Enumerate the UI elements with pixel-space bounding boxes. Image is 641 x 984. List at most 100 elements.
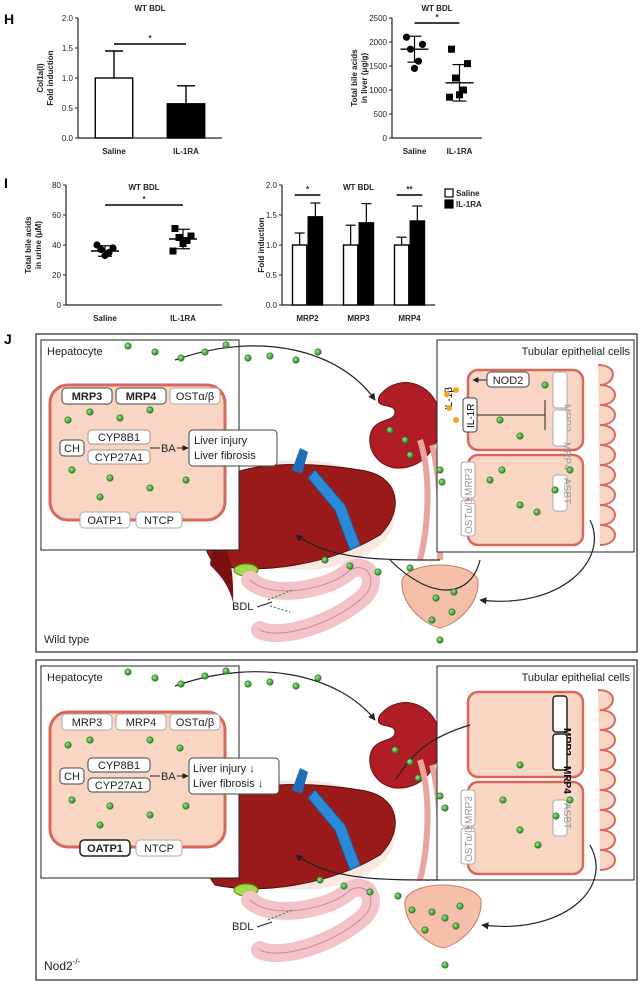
bile-acid-dot	[436, 792, 444, 800]
bile-acid-dot	[386, 426, 394, 434]
y-tick-label: 2.0	[62, 14, 74, 23]
bile-acid-dot	[428, 616, 436, 624]
label-nod2-knockout: Nod2-/-	[44, 957, 81, 973]
bile-acid-dot	[552, 812, 560, 820]
transporter-ost-ko: OSTα/β	[176, 717, 214, 729]
y-axis-label: in urine (μM)	[34, 221, 43, 269]
bile-acid-dot	[314, 348, 322, 356]
bile-acid-dot	[222, 667, 230, 675]
bile-acid-dot	[366, 888, 374, 896]
y-tick-label: 0.0	[266, 301, 278, 310]
bile-acid-dot	[201, 672, 209, 680]
y-axis-label: Fold induction	[257, 217, 266, 272]
transporter-oatp1-ko: OATP1	[87, 843, 123, 855]
basolateral-mrp3: MRP3	[464, 468, 475, 496]
il1r-label: IL-1R	[466, 404, 477, 428]
y-axis-label: in liver (μg/g)	[360, 53, 369, 104]
y-tick-label: 500	[374, 110, 388, 119]
bile-acid-dot	[64, 416, 72, 424]
bile-acid-dot	[151, 674, 159, 682]
enzyme-cyp27a1: CYP27A1	[95, 452, 143, 464]
y-tick-label: 1.0	[266, 241, 278, 250]
il1b-label: IL-1β	[444, 387, 455, 410]
chart-title: WT BDL	[343, 183, 374, 192]
bile-acid-dot	[244, 680, 252, 688]
bile-acid-dot	[516, 826, 524, 834]
bile-acid-dot	[244, 354, 252, 362]
legend-swatch	[444, 188, 454, 198]
bile-acid-dot	[96, 821, 104, 829]
panel-label-i: I	[4, 175, 8, 191]
y-tick-label: 1.5	[266, 211, 278, 220]
bile-acid-dot	[516, 432, 524, 440]
y-tick-label: 40	[52, 241, 61, 250]
bile-acid-dot	[64, 741, 72, 749]
nod2-label: NOD2	[493, 375, 524, 387]
x-tick-label: IL-1RA	[447, 147, 473, 156]
y-tick-label: 20	[52, 271, 61, 280]
data-point	[414, 57, 423, 65]
bile-acid-dot	[146, 736, 154, 744]
bile-acid-dot	[394, 892, 402, 900]
panel-label-j: J	[4, 331, 12, 347]
bile-acid-dot	[316, 876, 324, 884]
bile-acid-dot	[292, 356, 300, 364]
data-point	[402, 33, 411, 41]
x-tick-label: MRP4	[398, 314, 421, 323]
enzyme-cyp8b1-ko: CYP8B1	[98, 760, 140, 772]
bile-acid-dot	[441, 914, 449, 922]
data-point	[171, 225, 179, 232]
y-axis-label: Fold induction	[46, 50, 55, 105]
bile-acid-dot	[421, 926, 429, 934]
bile-acid-dot	[314, 674, 322, 682]
data-point	[410, 64, 419, 72]
x-tick-label: MRP3	[347, 314, 370, 323]
bile-acid-dot	[498, 466, 506, 474]
bile-acid-dot	[146, 484, 154, 492]
tubular-title-ko: Tubular epithelial cells	[522, 672, 631, 684]
bile-acid-dot	[452, 922, 460, 930]
chart-title: WT BDL	[128, 183, 159, 192]
bile-acid-dot	[106, 474, 114, 482]
ba-label-ko: BA	[161, 771, 176, 783]
bile-acid-dot	[414, 774, 422, 782]
y-tick-label: 0.5	[62, 104, 74, 113]
bile-acid-dot	[406, 564, 414, 572]
asbt-label-ko: ASBT	[561, 803, 572, 829]
y-tick-label: 60	[52, 211, 61, 220]
diagram-wild-type: Hepatocyte MRP3 MRP4 OSTα/β CH CYP8B1 CY…	[35, 333, 638, 653]
bile-acid-dot	[391, 746, 399, 754]
y-tick-label: 0.0	[62, 134, 74, 143]
kidney-mrp4-ko: MRP4	[561, 766, 572, 794]
y-tick-label: 0.5	[266, 271, 278, 280]
data-point	[169, 247, 177, 255]
basolateral-ost-ko: OSTα/β	[464, 827, 475, 862]
chart-title: WT BDL	[421, 4, 452, 13]
bile-acid-dot	[146, 406, 154, 414]
y-tick-label: 0	[57, 301, 62, 310]
significance-marker: *	[306, 185, 310, 194]
bile-acid-dot	[441, 804, 449, 812]
bile-acid-dot	[177, 354, 185, 362]
enzyme-cyp27a1-ko: CYP27A1	[95, 780, 143, 792]
transporter-ntcp-ko: NTCP	[144, 843, 174, 855]
bile-acid-dot	[340, 882, 348, 890]
transporter-ost: OSTα/β	[176, 391, 214, 403]
bile-acid-dot	[151, 348, 159, 356]
data-point	[464, 60, 471, 68]
bile-acid-dot	[346, 562, 354, 570]
legend-label: IL-1RA	[456, 200, 482, 209]
y-tick-label: 80	[52, 181, 61, 190]
ba-label: BA	[161, 443, 176, 455]
bile-acid-dot	[516, 761, 524, 769]
bile-acid-dot	[86, 736, 94, 744]
transporter-mrp3: MRP3	[72, 391, 103, 403]
bile-acid-dot	[146, 811, 154, 819]
tubular-title: Tubular epithelial cells	[522, 346, 631, 358]
transporter-ntcp: NTCP	[144, 515, 174, 527]
